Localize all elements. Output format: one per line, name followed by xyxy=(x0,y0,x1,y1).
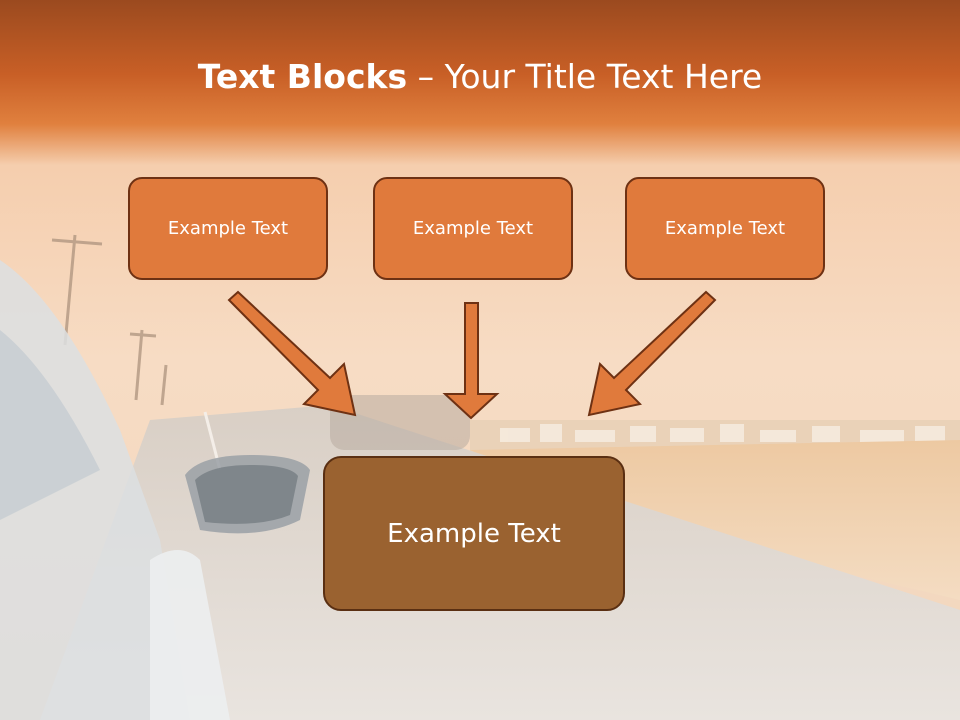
title-dash: – xyxy=(407,57,445,96)
text-block-label: Example Text xyxy=(167,218,289,239)
header-band xyxy=(0,0,960,165)
arrow-down-right-icon xyxy=(227,290,357,417)
main-block-label: Example Text xyxy=(387,518,561,549)
text-block-left[interactable]: Example Text xyxy=(128,177,328,280)
slide-title: Text Blocks – Your Title Text Here xyxy=(0,52,960,102)
text-block-center[interactable]: Example Text xyxy=(373,177,573,280)
text-block-main[interactable]: Example Text xyxy=(323,456,625,611)
title-rest: Your Title Text Here xyxy=(444,57,763,96)
title-bold-part: Text Blocks xyxy=(197,57,408,96)
arrow-down-left-icon xyxy=(587,290,717,417)
text-block-label: Example Text xyxy=(412,218,534,239)
text-block-label: Example Text xyxy=(664,218,786,239)
arrow-down-icon xyxy=(442,302,500,420)
text-block-right[interactable]: Example Text xyxy=(625,177,825,280)
